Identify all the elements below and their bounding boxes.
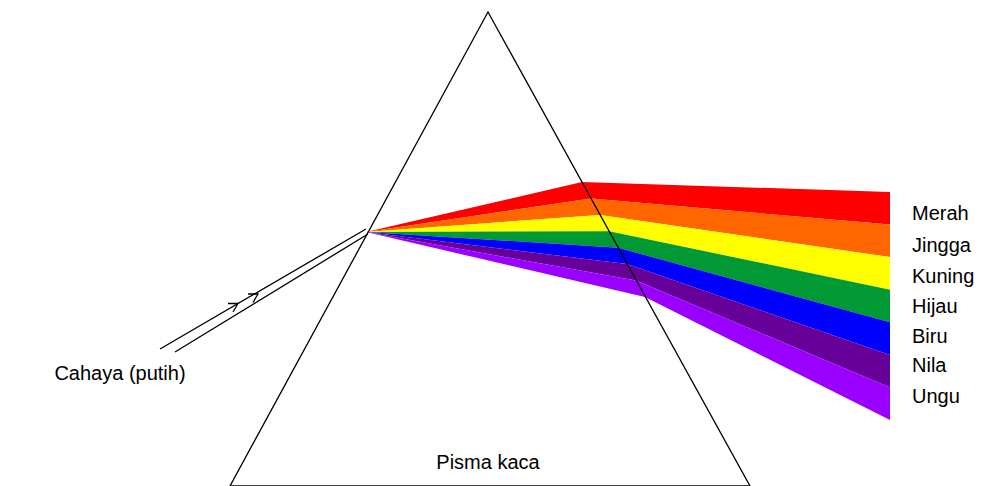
beam-arrowhead [228,304,238,313]
violet-band [366,232,890,420]
color-label: Nila [912,354,946,377]
glass-prism: Pisma kaca [200,0,780,486]
color-label: Hijau [912,295,958,318]
color-label: Ungu [912,385,960,408]
light-label: Cahaya (putih) [54,362,185,385]
beam-line [160,229,366,349]
prism-label: Pisma kaca [436,451,539,474]
color-label: Biru [912,325,948,348]
color-label: Kuning [912,265,974,288]
beam-arrowhead [248,294,258,303]
spectrum-bands [366,182,890,420]
prism-triangle [230,12,750,486]
color-label: Merah [912,202,969,225]
color-label: Jingga [912,234,971,257]
beam-line [175,234,368,352]
prism-outline [200,0,780,486]
